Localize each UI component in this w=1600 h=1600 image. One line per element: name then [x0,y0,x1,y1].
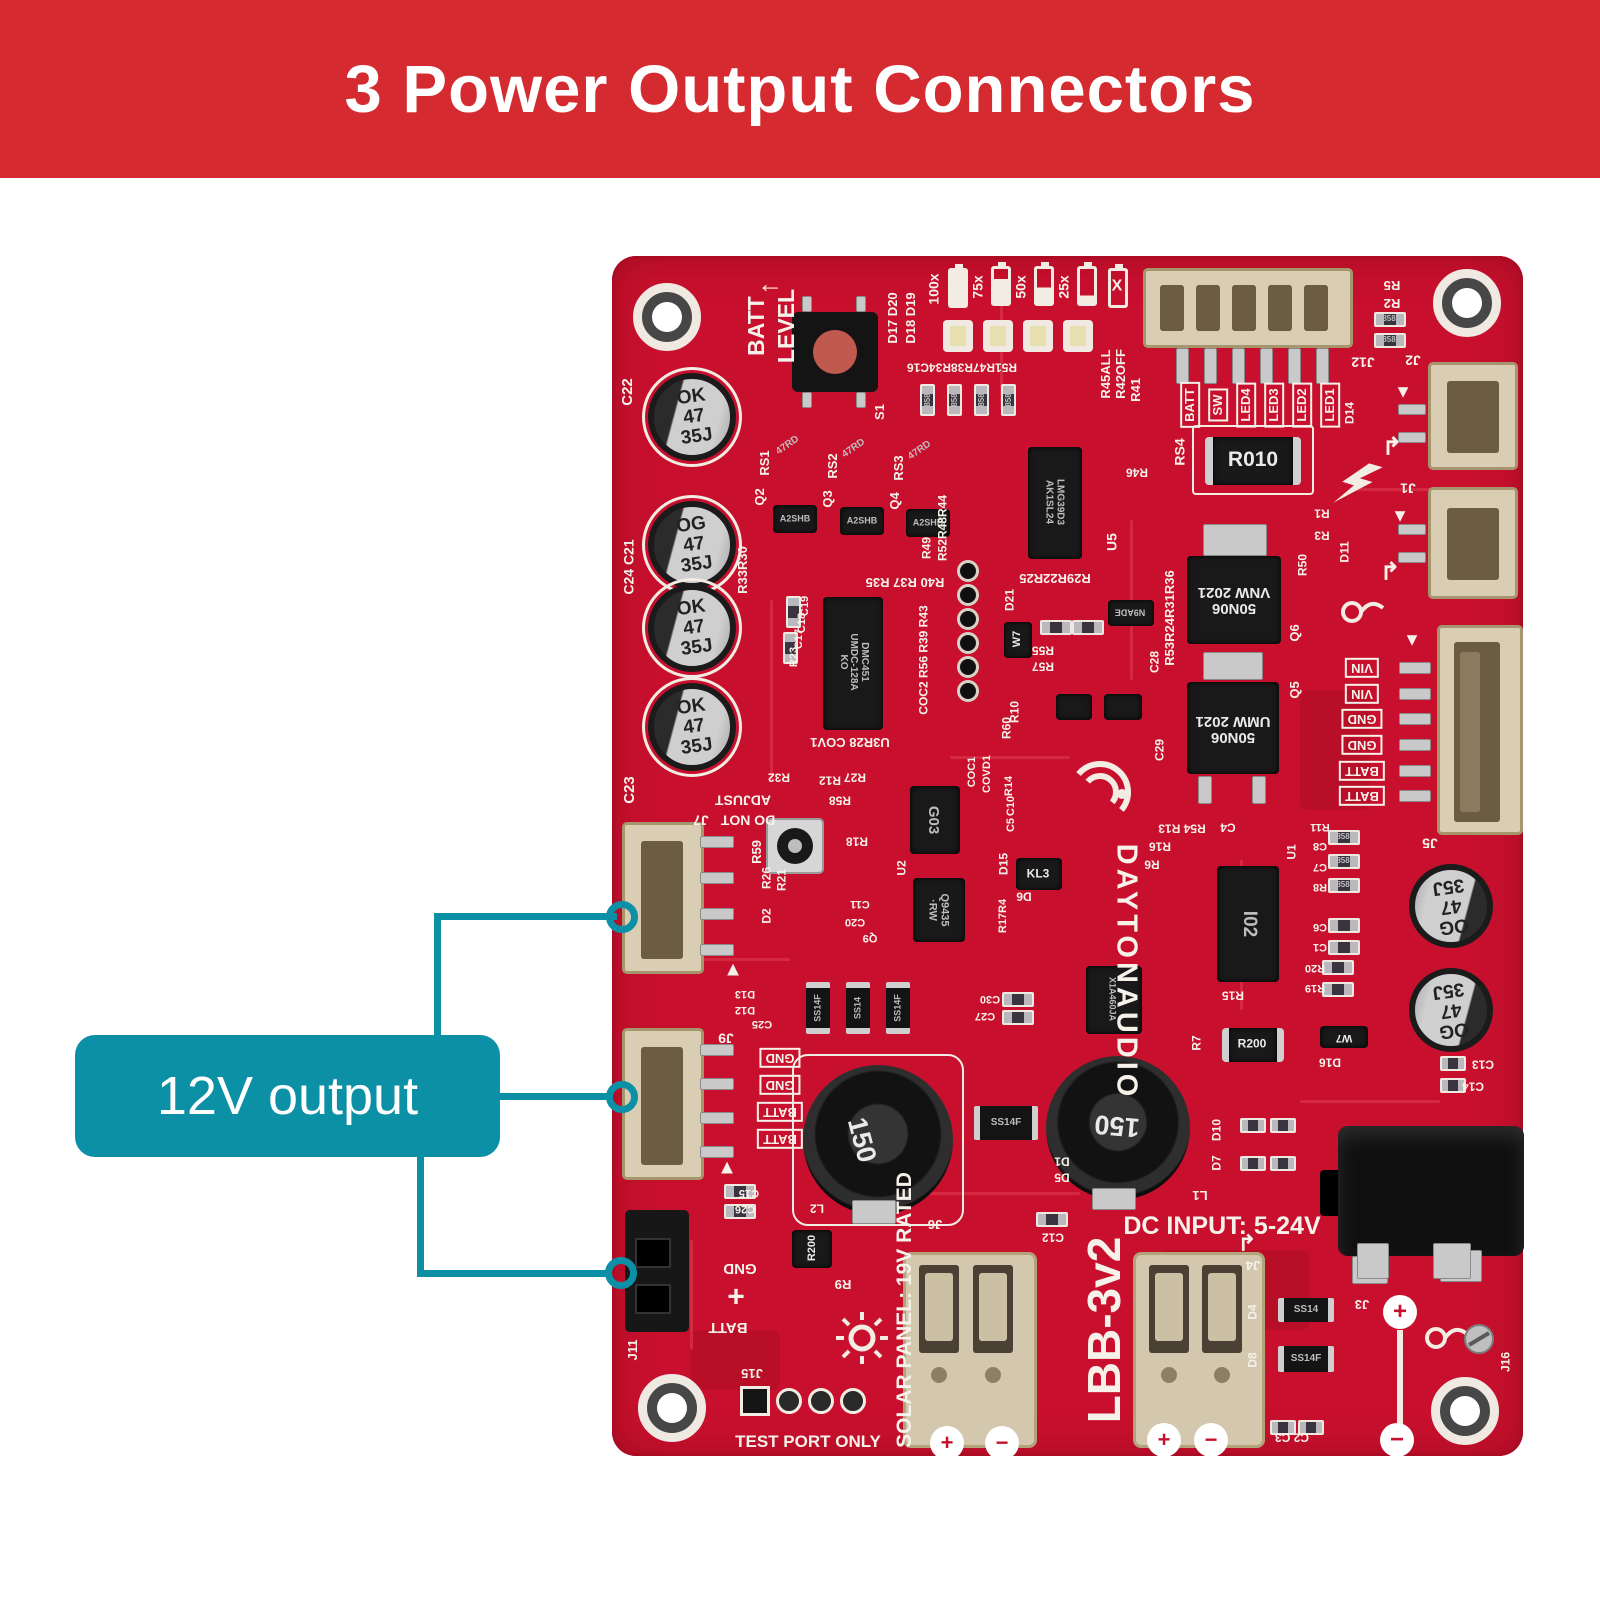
mosfet-q6 [1187,556,1281,644]
sot23 [1056,694,1092,720]
dayton-audio-logo-icon [1076,761,1131,812]
connector-j11-12v-output [625,1210,689,1332]
test-pad [808,1388,834,1414]
battery-25-icon [1077,262,1097,306]
sot23-a2shb [840,507,884,535]
diode-w7 [1004,622,1032,658]
led [943,320,973,352]
connector-j7-12v-output [622,822,704,974]
diode-ss14 [806,982,830,1034]
resistor-r200 [1222,1028,1284,1062]
battery-50-icon [1034,262,1054,306]
mosfet-q5 [1187,682,1279,774]
diode-ss14f [1278,1346,1334,1372]
diode-ss14 [846,982,870,1034]
battery-100-icon [948,264,968,308]
capacitor [1409,864,1493,948]
sun-icon [836,1312,888,1364]
ic-u5 [1028,447,1082,559]
leader-line [434,913,617,920]
connector-j5 [1437,625,1523,835]
diode-ss14f [974,1106,1038,1140]
test-pad [776,1388,802,1414]
button-cap [813,330,857,374]
diode-ss14 [1278,1298,1334,1322]
ic-x1a460 [1086,966,1142,1034]
connector-j2 [1428,362,1518,470]
dc-plug-icon [1341,601,1385,623]
inductor-l1 [1046,1056,1190,1200]
connector-j12 [1143,268,1353,348]
silkscreen-trace [1397,1330,1403,1424]
callout-marker [605,1257,637,1289]
sot23 [1104,694,1142,720]
callout-12v-output: 12V output [75,1035,500,1157]
ic-q9435 [913,878,965,942]
resistor-r200 [792,1230,832,1268]
leader-line [434,913,441,1039]
leader-line [417,1270,609,1277]
inductor-l2 [803,1065,953,1215]
dc-jack [1338,1126,1524,1256]
callout-label: 12V output [156,1066,419,1126]
leader-line [498,1093,610,1100]
trimmer-r59 [766,818,824,874]
capacitor [648,501,736,589]
led [1023,320,1053,352]
mounting-hole [1431,1377,1499,1445]
callout-marker [606,1081,638,1113]
test-pad [840,1388,866,1414]
capacitor [648,584,736,672]
mounting-hole [638,1374,706,1442]
ic-i02 [1217,866,1279,982]
sot23-kl3 [1016,858,1062,890]
mounting-hole [633,283,701,351]
diode-w7 [1320,1026,1368,1048]
sot23-a2shb [906,509,950,537]
led [1063,320,1093,352]
mounting-hole [1433,269,1501,337]
diode-ss14 [886,982,910,1034]
capacitor [648,683,736,771]
dc-input-terminal-block [1133,1252,1265,1448]
sot23-n9ade [1108,600,1154,626]
connector-j1 [1428,487,1518,599]
shunt-resistor-r010 [1205,437,1301,485]
test-pad [740,1386,770,1416]
battery-empty-icon [1108,264,1128,308]
capacitor [1409,968,1493,1052]
ic-u3 [823,597,883,730]
lightning-icon [1333,463,1383,503]
page-title: 3 Power Output Connectors [344,51,1256,127]
callout-marker [606,901,638,933]
led [983,320,1013,352]
battery-75-icon [991,262,1011,306]
screw-head-icon [1464,1324,1494,1354]
capacitor [648,373,736,461]
solar-terminal-block [903,1252,1037,1448]
ic-g03 [910,786,960,854]
leader-line [417,1155,424,1277]
banner: 3 Power Output Connectors [0,0,1600,178]
sot23-a2shb [773,505,817,533]
dc-plug-icon [1425,1327,1469,1349]
